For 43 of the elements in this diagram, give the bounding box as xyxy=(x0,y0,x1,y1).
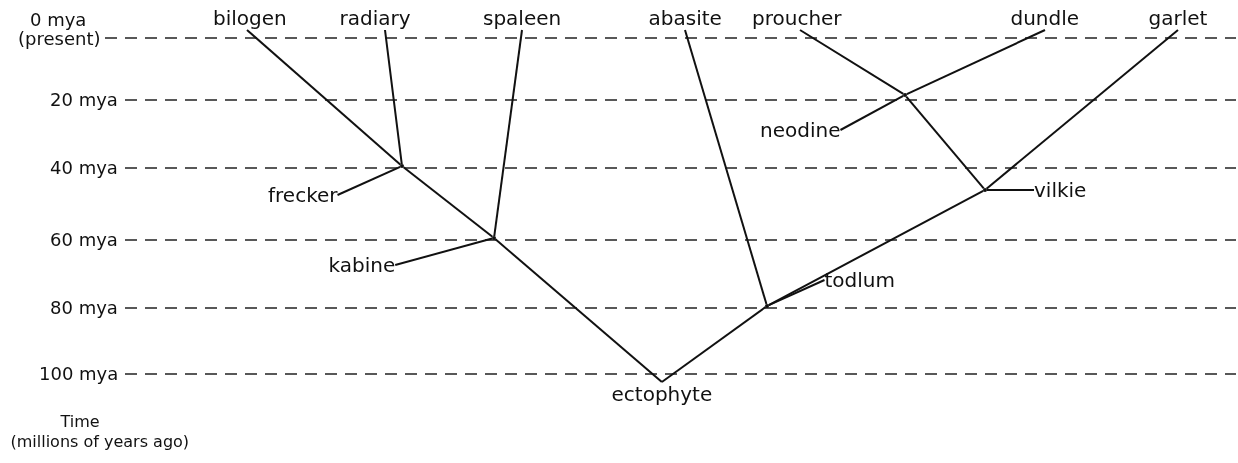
branch-line xyxy=(402,166,494,238)
time-label: 80 mya xyxy=(50,298,118,318)
branch-line xyxy=(246,29,402,166)
taxon-label: todlum xyxy=(824,268,895,292)
taxon-label: radiary xyxy=(339,6,411,30)
leader-line xyxy=(394,237,494,266)
branch-line xyxy=(985,29,1179,190)
branch-point xyxy=(903,93,907,97)
leader-line xyxy=(839,94,905,131)
taxon-label: abasite xyxy=(648,6,722,30)
taxon-label: frecker xyxy=(268,183,338,207)
leader-line xyxy=(986,189,1035,191)
time-label: 0 mya xyxy=(30,10,87,30)
time-label: 60 mya xyxy=(50,230,118,250)
branch-point xyxy=(765,304,769,308)
taxon-label: kabine xyxy=(328,253,396,277)
branch-line xyxy=(384,29,403,165)
leader-line xyxy=(767,279,826,307)
time-label: 20 mya xyxy=(50,90,118,110)
taxon-label: garlet xyxy=(1148,6,1208,30)
leader-line xyxy=(336,165,402,196)
branch-line xyxy=(684,29,768,306)
branch-line xyxy=(905,95,985,190)
branch-point xyxy=(983,188,987,192)
time-label: (present) xyxy=(18,29,101,49)
taxon-label: bilogen xyxy=(213,6,287,30)
axis-title: (millions of years ago) xyxy=(10,432,190,452)
taxon-label: ectophyte xyxy=(611,382,713,406)
branch-line xyxy=(493,29,523,237)
branch-line xyxy=(905,29,1046,96)
branch-point xyxy=(400,164,404,168)
taxon-label: neodine xyxy=(760,118,841,142)
taxon-label: spaleen xyxy=(483,6,562,30)
branch-line xyxy=(799,29,905,95)
leader-line xyxy=(494,238,663,383)
taxon-label: proucher xyxy=(752,6,842,30)
branch-point xyxy=(492,236,496,240)
leader-line xyxy=(660,306,767,383)
taxon-label: vilkie xyxy=(1034,178,1087,202)
axis-title: Time xyxy=(60,412,100,432)
taxon-label: dundle xyxy=(1010,6,1080,30)
time-label: 40 mya xyxy=(50,158,118,178)
time-label: 100 mya xyxy=(39,364,119,384)
